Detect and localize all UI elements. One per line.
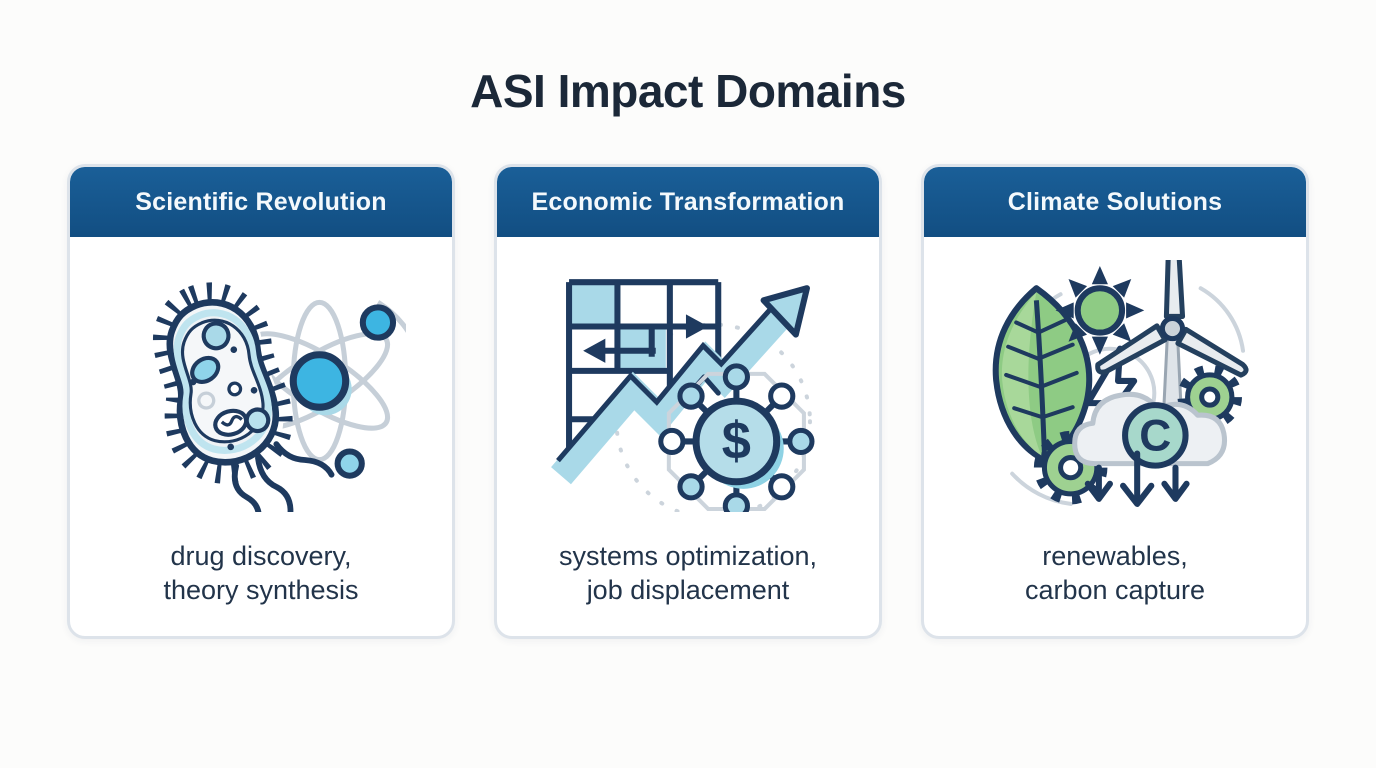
sun-icon — [1055, 266, 1145, 355]
card-header: Climate Solutions — [924, 167, 1306, 237]
card-body: drug discovery, theory synthesis — [70, 237, 452, 636]
card-scientific-revolution: Scientific Revolution — [67, 164, 455, 639]
climate-icon: C — [970, 259, 1260, 513]
caption-line: drug discovery, — [170, 541, 352, 571]
caption-line: renewables, — [1042, 541, 1188, 571]
card-caption: systems optimization, job displacement — [559, 539, 817, 607]
card-caption: drug discovery, theory synthesis — [163, 539, 358, 607]
caption-line: theory synthesis — [163, 575, 359, 605]
card-title: Climate Solutions — [1007, 187, 1223, 216]
dollar-network-icon: $ — [658, 363, 815, 512]
card-title: Economic Transformation — [531, 187, 845, 216]
grid-growth-dollar-icon: $ — [551, 279, 815, 512]
card-economic-transformation: Economic Transformation — [494, 164, 882, 639]
card-title: Scientific Revolution — [135, 187, 387, 216]
grid-flow-icon — [566, 279, 722, 467]
caption-line: job displacement — [586, 575, 790, 605]
atom-icon — [248, 299, 406, 479]
card-body: $ systems optimization, job displacement — [497, 237, 879, 636]
caption-line: carbon capture — [1024, 575, 1206, 605]
bacterium-atom-icon — [153, 282, 406, 512]
card-header: Scientific Revolution — [70, 167, 452, 237]
down-arrows-icon — [1084, 450, 1190, 507]
leaf-icon — [992, 285, 1093, 481]
cards-row: Scientific Revolution — [0, 164, 1376, 639]
card-climate-solutions: Climate Solutions — [921, 164, 1309, 639]
science-icon — [116, 259, 406, 513]
card-caption: renewables, carbon capture — [1025, 539, 1205, 607]
card-body: C renewables, carbon capture — [924, 237, 1306, 636]
card-header: Economic Transformation — [497, 167, 879, 237]
economy-icon: $ — [543, 259, 833, 513]
carbon-cloud-icon: C — [1072, 391, 1228, 469]
caption-line: systems optimization, — [558, 541, 818, 571]
dollar-glyph: $ — [722, 413, 751, 471]
page-title: ASI Impact Domains — [470, 65, 906, 117]
wind-turbine-icon — [1095, 260, 1249, 419]
carbon-glyph: C — [1139, 412, 1171, 461]
bacterium-icon — [153, 282, 335, 512]
climate-solutions-icon: C — [992, 260, 1249, 507]
